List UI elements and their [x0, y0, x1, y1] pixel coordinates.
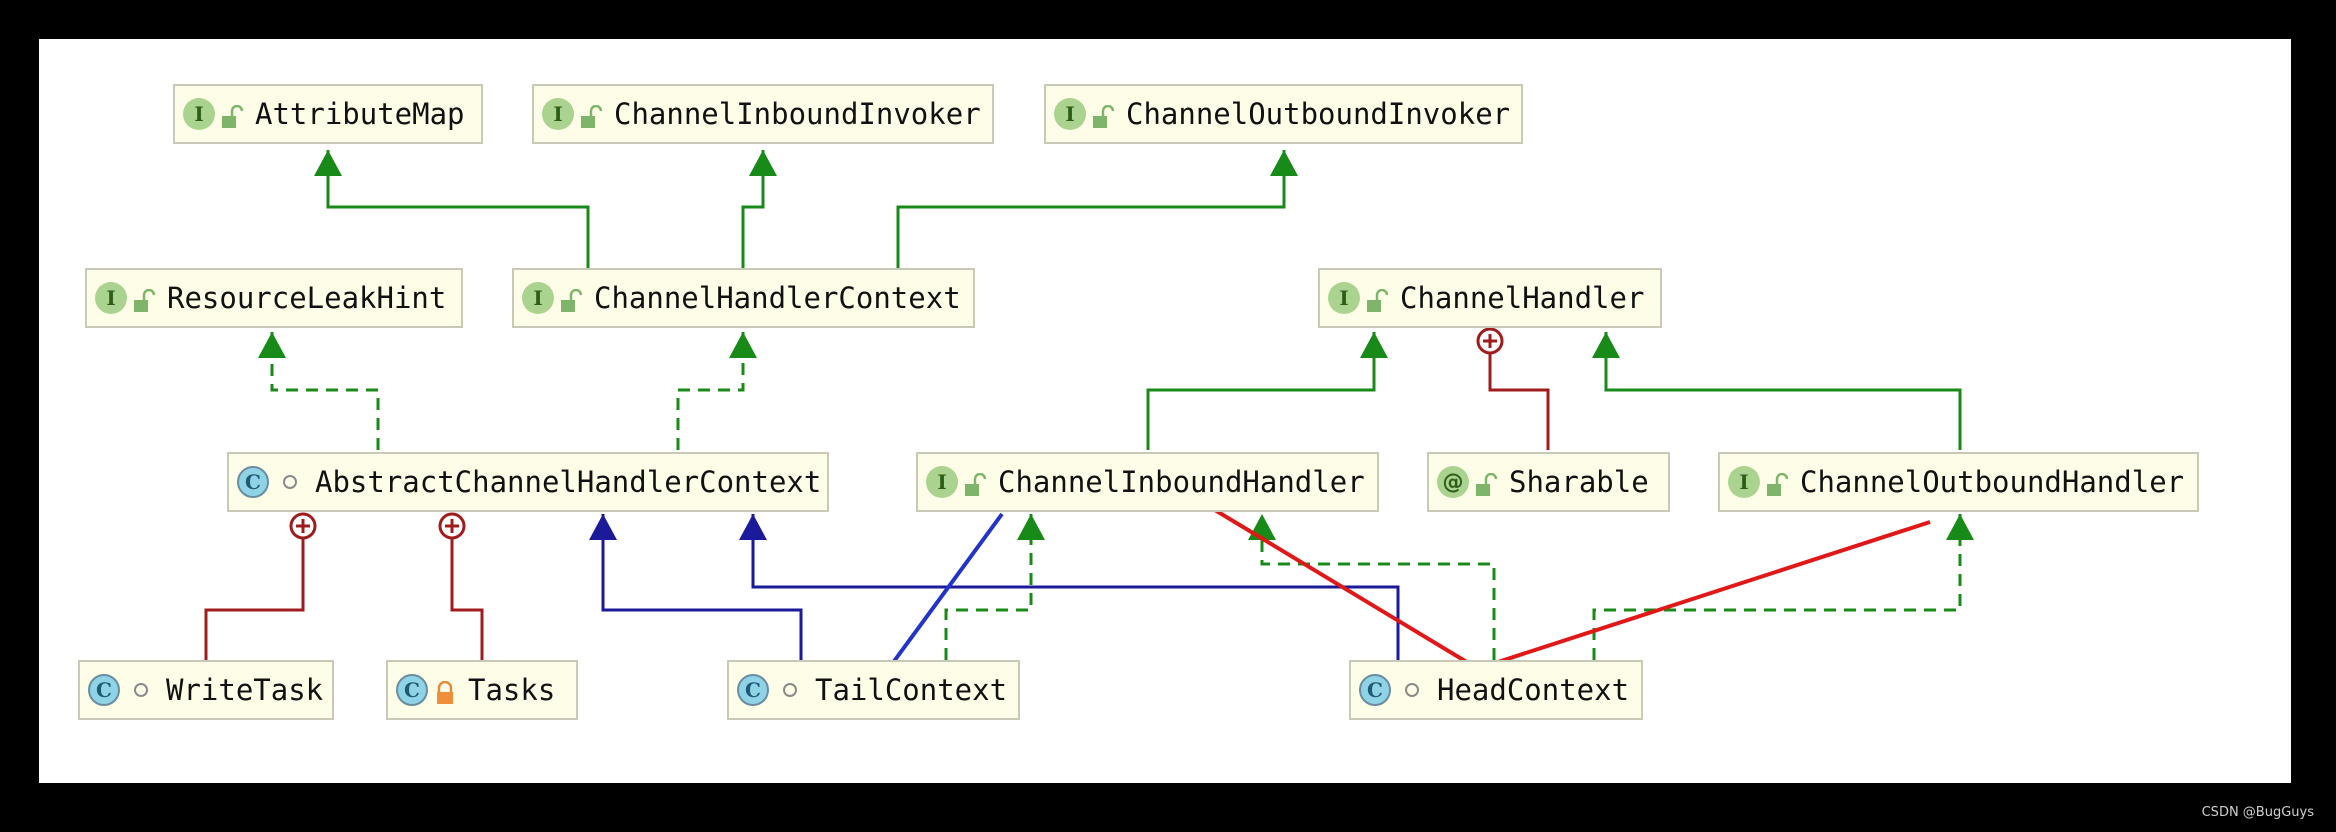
interface-icon: I	[926, 466, 958, 498]
node-name: ChannelInboundHandler	[998, 465, 1365, 499]
class-icon: C	[737, 674, 769, 706]
class-icon: C	[1359, 674, 1391, 706]
node-name: ChannelOutboundInvoker	[1126, 97, 1511, 131]
interface-icon: I	[542, 98, 574, 130]
class-node-writetask[interactable]: C WriteTask	[78, 660, 334, 720]
class-node-tasks[interactable]: C Tasks	[386, 660, 578, 720]
node-name: ChannelHandlerContext	[594, 281, 961, 315]
class-node-resourceleakhint[interactable]: I ResourceLeakHint	[85, 268, 463, 328]
node-name: AttributeMap	[255, 97, 465, 131]
interface-icon: I	[95, 282, 127, 314]
class-node-channelinboundhandler[interactable]: I ChannelInboundHandler	[916, 452, 1379, 512]
class-node-abstractchannelhandlercontext[interactable]: C AbstractChannelHandlerContext	[227, 452, 829, 512]
unlocked-icon	[1475, 470, 1498, 496]
node-name: WriteTask	[166, 673, 324, 707]
node-name: Sharable	[1509, 465, 1649, 499]
annotation-icon: @	[1437, 466, 1469, 498]
class-node-channelhandlercontext[interactable]: I ChannelHandlerContext	[512, 268, 975, 328]
class-node-tailcontext[interactable]: C TailContext	[727, 660, 1020, 720]
class-node-channelinboundinvoker[interactable]: I ChannelInboundInvoker	[532, 84, 994, 144]
class-icon: C	[396, 674, 428, 706]
interface-icon: I	[522, 282, 554, 314]
watermark: CSDN @BugGuys	[2201, 805, 2314, 820]
private-lock-icon	[434, 678, 456, 704]
unlocked-icon	[580, 102, 603, 128]
unlocked-icon	[1366, 286, 1389, 312]
package-private-icon	[134, 683, 148, 697]
unlocked-icon	[221, 102, 244, 128]
class-node-sharable[interactable]: @ Sharable	[1427, 452, 1670, 512]
class-node-attributemap[interactable]: I AttributeMap	[173, 84, 483, 144]
package-private-icon	[1405, 683, 1419, 697]
class-icon: C	[237, 466, 269, 498]
unlocked-icon	[1766, 470, 1789, 496]
class-node-channelhandler[interactable]: I ChannelHandler	[1318, 268, 1662, 328]
node-name: AbstractChannelHandlerContext	[315, 465, 822, 499]
node-name: ChannelOutboundHandler	[1800, 465, 2185, 499]
package-private-icon	[283, 475, 297, 489]
node-name: Tasks	[468, 673, 556, 707]
interface-icon: I	[1328, 282, 1360, 314]
interface-icon: I	[183, 98, 215, 130]
package-private-icon	[783, 683, 797, 697]
class-icon: C	[88, 674, 120, 706]
interface-icon: I	[1728, 466, 1760, 498]
class-node-headcontext[interactable]: C HeadContext	[1349, 660, 1643, 720]
class-node-channeloutboundinvoker[interactable]: I ChannelOutboundInvoker	[1044, 84, 1523, 144]
node-name: TailContext	[815, 673, 1008, 707]
unlocked-icon	[133, 286, 156, 312]
diagram-canvas	[39, 39, 2291, 783]
unlocked-icon	[964, 470, 987, 496]
node-name: HeadContext	[1437, 673, 1630, 707]
node-name: ChannelInboundInvoker	[614, 97, 981, 131]
unlocked-icon	[560, 286, 583, 312]
interface-icon: I	[1054, 98, 1086, 130]
node-name: ResourceLeakHint	[167, 281, 447, 315]
unlocked-icon	[1092, 102, 1115, 128]
class-node-channeloutboundhandler[interactable]: I ChannelOutboundHandler	[1718, 452, 2199, 512]
node-name: ChannelHandler	[1400, 281, 1645, 315]
